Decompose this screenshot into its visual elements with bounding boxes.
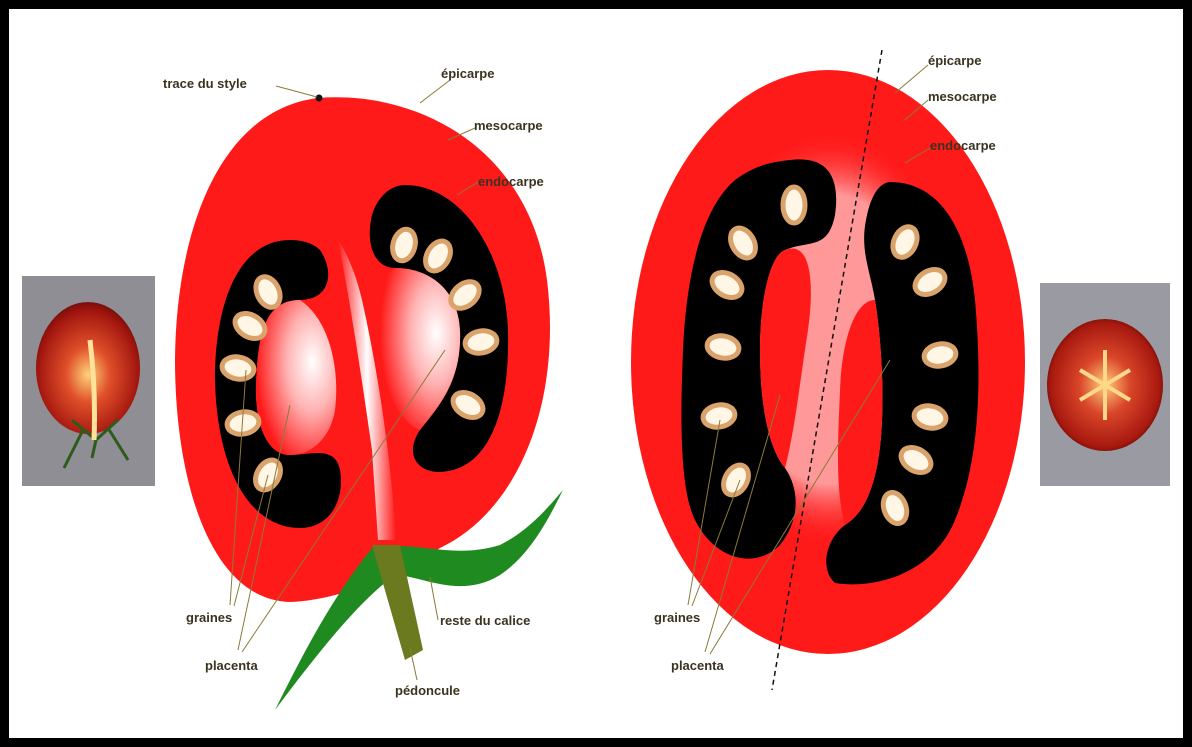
label-peduncle: pédoncule: [395, 683, 460, 698]
label-calyx: reste du calice: [440, 613, 530, 628]
tomato-photo-transverse: [1040, 283, 1170, 486]
label-seeds-2: graines: [654, 610, 700, 625]
label-endocarp: endocarpe: [478, 174, 544, 189]
label-placenta-2: placenta: [671, 658, 725, 673]
label-epicarp: épicarpe: [441, 66, 494, 81]
tomato-photo-longitudinal: [22, 276, 155, 486]
label-epicarp-2: épicarpe: [928, 53, 981, 68]
label-mesocarp: mesocarpe: [474, 118, 543, 133]
label-mesocarp-2: mesocarpe: [928, 89, 997, 104]
label-endocarp-2: endocarpe: [930, 138, 996, 153]
label-placenta: placenta: [205, 658, 259, 673]
style-trace-dot: [316, 95, 323, 102]
label-seeds: graines: [186, 610, 232, 625]
label-style-trace: trace du style: [163, 76, 247, 91]
